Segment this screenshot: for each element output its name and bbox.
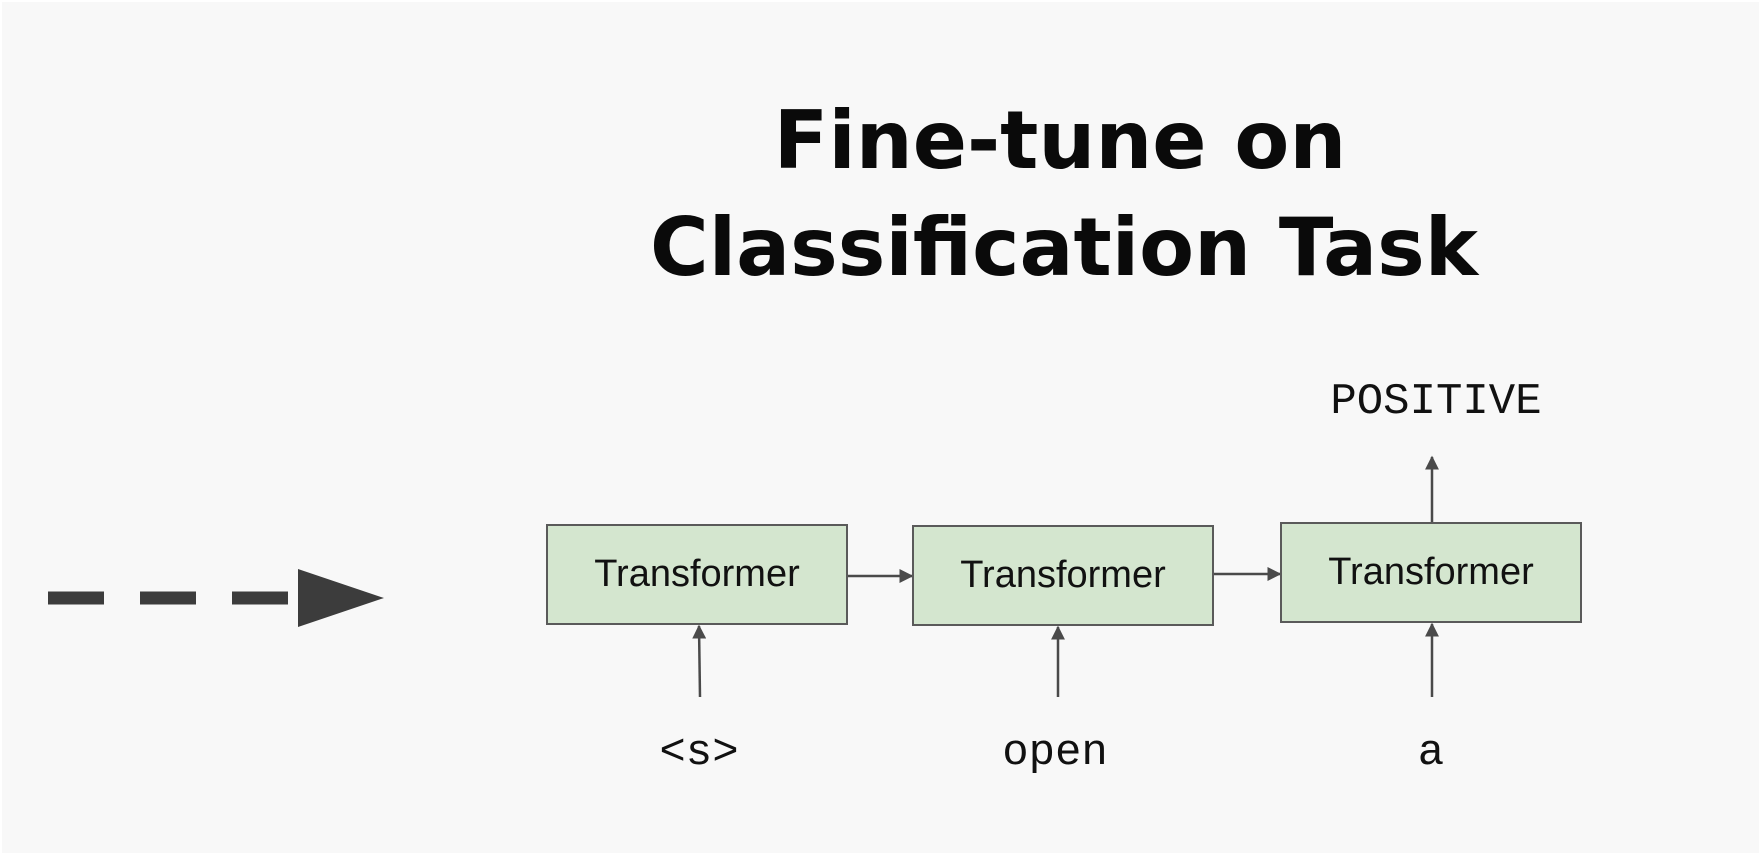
arrow-token1-to-block1	[692, 624, 707, 698]
input-token-2: open	[1002, 728, 1108, 778]
output-label: POSITIVE	[1330, 377, 1542, 427]
title-line-1: Fine-tune on	[773, 94, 1347, 187]
transformer-block-3: Transformer	[1280, 522, 1582, 623]
transformer-block-1: Transformer	[546, 524, 848, 625]
dashed-arrow-icon	[48, 569, 384, 627]
input-token-1: <s>	[659, 728, 739, 778]
input-token-3: a	[1417, 728, 1445, 778]
transformer-block-label: Transformer	[1328, 551, 1534, 593]
transformer-block-2: Transformer	[912, 525, 1214, 626]
title-line-2: Classification Task	[650, 201, 1478, 294]
transformer-block-label: Transformer	[960, 554, 1166, 596]
transformer-block-label: Transformer	[594, 553, 800, 595]
